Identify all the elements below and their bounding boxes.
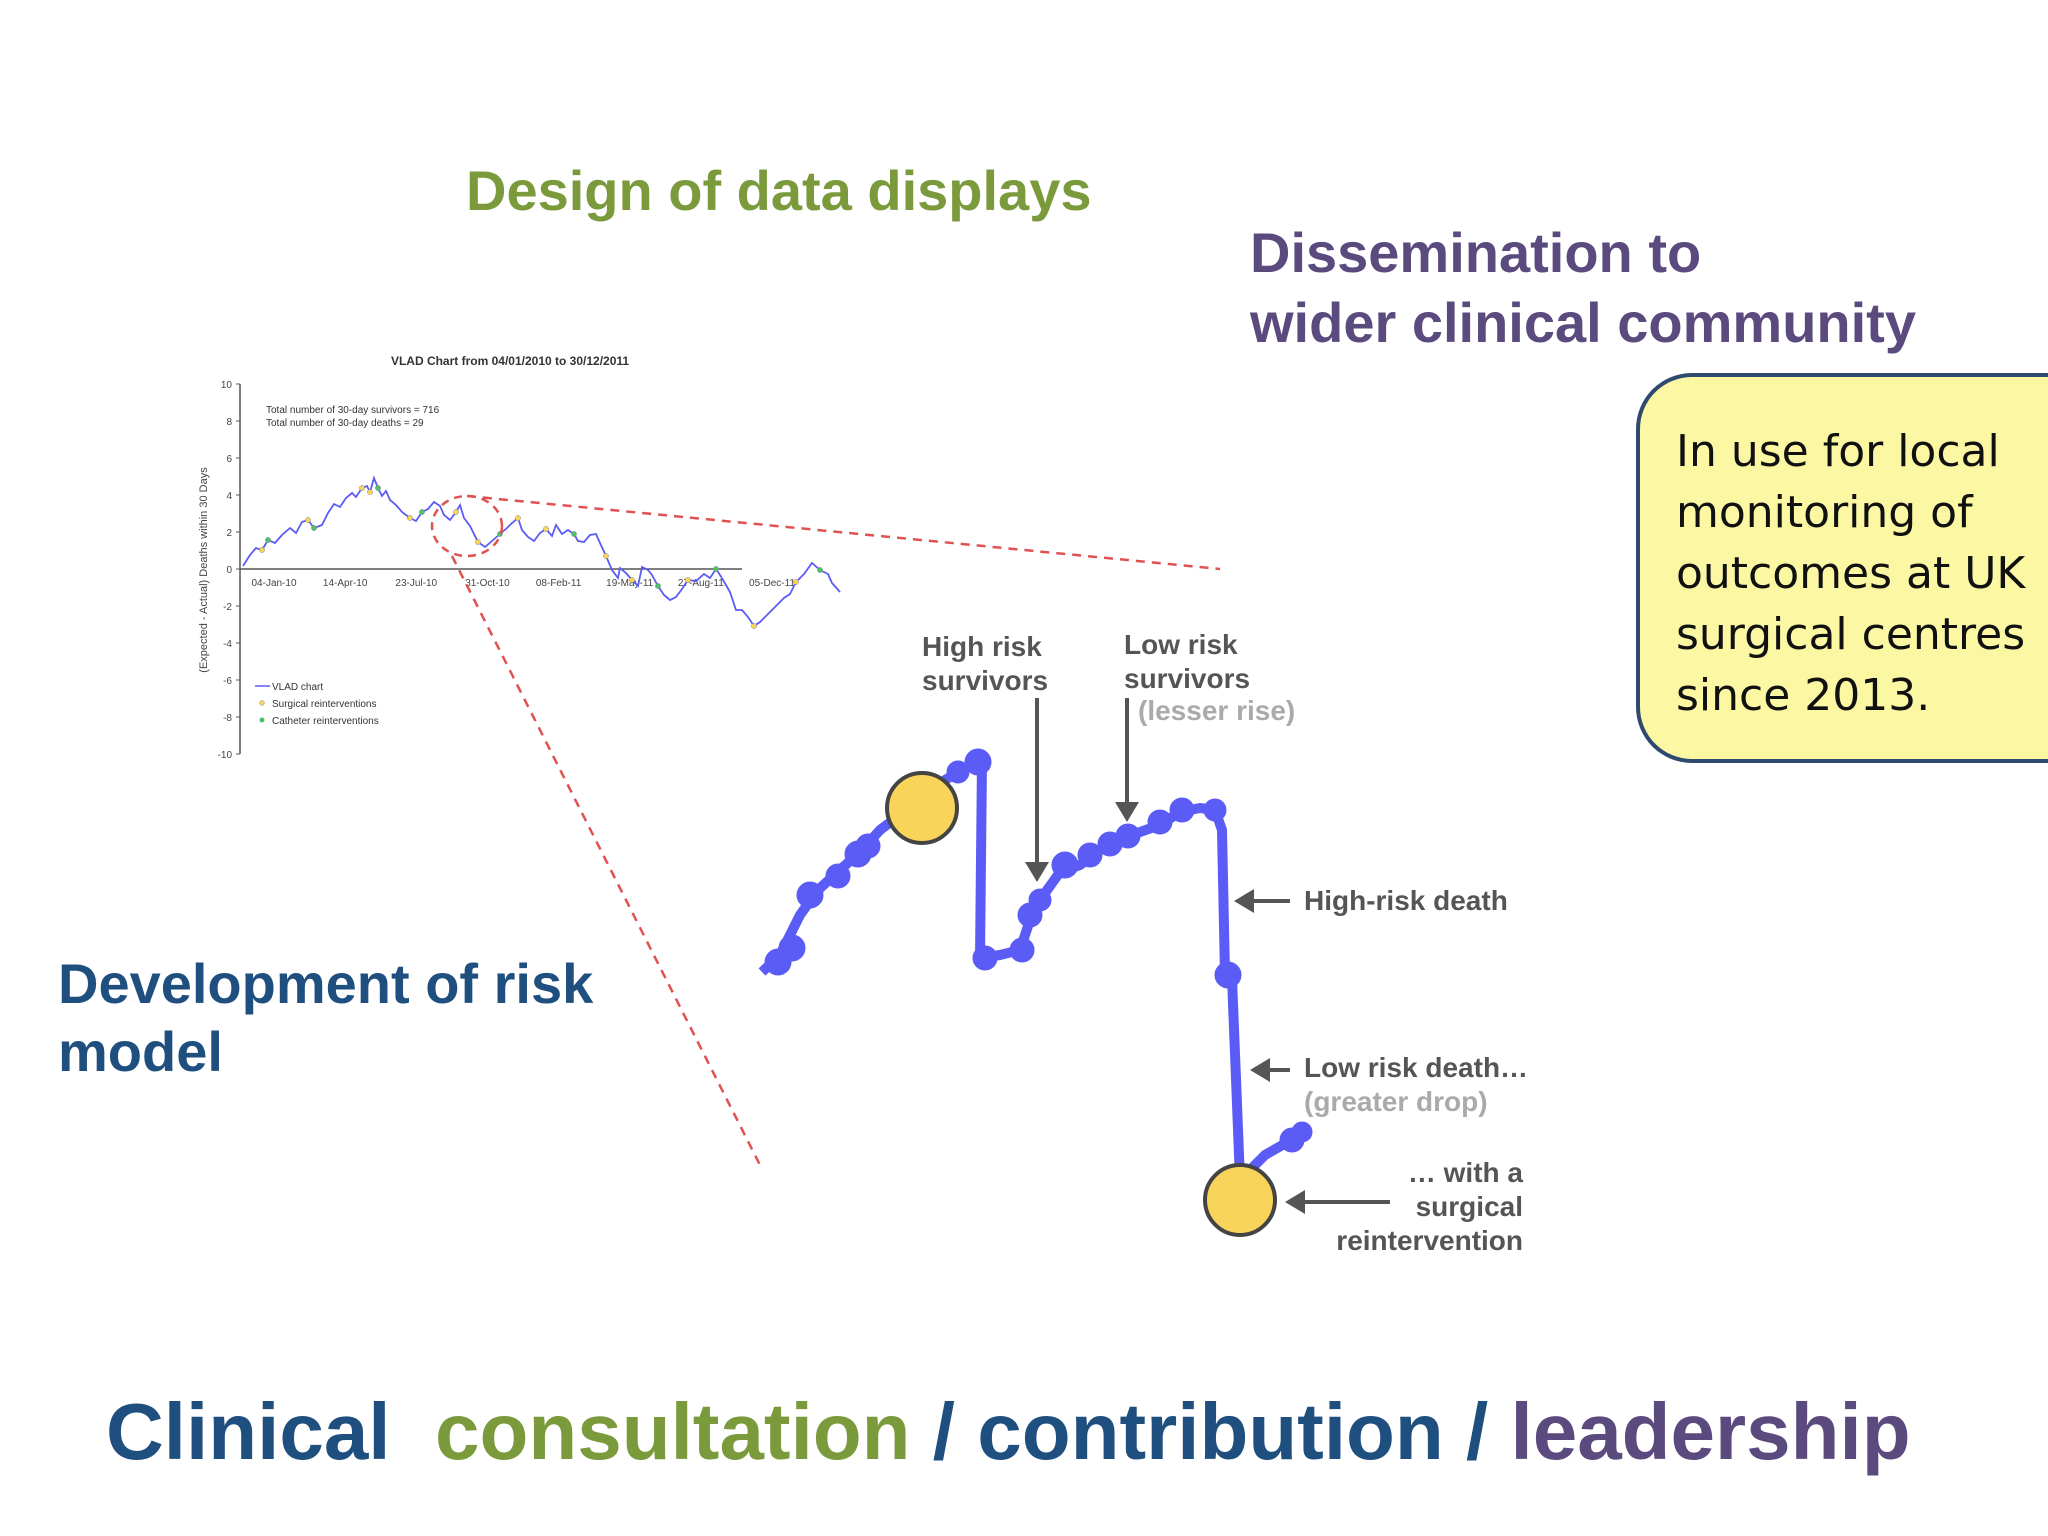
heading-risk-model-line2: model xyxy=(58,1020,223,1083)
footer-tagline: Clinical consultation / contribution / l… xyxy=(106,1386,1911,1478)
label-reint-3: reintervention xyxy=(1336,1225,1523,1256)
annotation-arrows xyxy=(1025,698,1390,1214)
vlad-y-ticks: 10 8 6 4 2 0 -2 -4 -6 -8 -10 xyxy=(218,380,240,761)
footer-leadership: leadership xyxy=(1510,1387,1911,1476)
vlad-reintervention-markers xyxy=(259,485,823,629)
heading-dissemination: Dissemination to wider clinical communit… xyxy=(1250,218,1916,358)
vlad-y-label: (Expected - Actual) Deaths within 30 Day… xyxy=(198,467,210,673)
label-reint-2: surgical xyxy=(1416,1191,1523,1222)
vlad-surgical-marker xyxy=(543,526,549,532)
vlad-chart: VLAD Chart from 04/01/2010 to 30/12/2011… xyxy=(198,354,841,761)
vlad-y-tick-label: 8 xyxy=(226,417,232,428)
vlad-surgical-marker xyxy=(515,515,521,521)
label-high-risk-death: High-risk death xyxy=(1304,885,1508,916)
vlad-x-tick-label: 05-Dec-11 xyxy=(749,578,795,589)
vlad-y-tick-label: -8 xyxy=(223,713,232,724)
vlad-surgical-marker xyxy=(793,579,799,585)
footer-consultation: consultation xyxy=(434,1387,911,1476)
label-low-risk-survivors-2: survivors xyxy=(1124,663,1250,694)
vlad-y-tick-label: 6 xyxy=(226,454,232,465)
heading-design-data-displays: Design of data displays xyxy=(466,159,1092,222)
marker-surgical-reintervention-top xyxy=(885,771,959,845)
vlad-line xyxy=(242,475,841,628)
vlad-surgical-marker xyxy=(359,485,365,491)
callout-line-bottom xyxy=(450,555,762,1166)
heading-risk-model-line1: Development of risk xyxy=(58,952,594,1015)
vlad-stat-survivors: Total number of 30-day survivors = 716 xyxy=(266,405,440,416)
vlad-x-tick-label: 19-May-11 xyxy=(606,578,653,589)
vlad-y-tick-label: 0 xyxy=(226,565,232,576)
legend-catheter: Catheter reinterventions xyxy=(272,716,379,727)
vlad-surgical-marker xyxy=(751,623,757,629)
footer-separator-2: / xyxy=(1443,1387,1511,1476)
footer-contribution: contribution xyxy=(977,1387,1444,1476)
vlad-catheter-marker xyxy=(713,566,719,572)
heading-dissemination-line1: Dissemination to xyxy=(1250,221,1702,284)
vlad-surgical-marker xyxy=(475,539,481,545)
legend-surgical: Surgical reinterventions xyxy=(272,699,377,710)
vlad-y-tick-label: -2 xyxy=(223,602,232,613)
vlad-y-tick-label: 10 xyxy=(221,380,233,391)
callout-circle xyxy=(430,494,504,558)
marker-surgical-reintervention-bottom xyxy=(1203,1163,1277,1237)
label-high-risk-survivors-2: survivors xyxy=(922,665,1048,696)
vlad-x-tick-label: 27-Aug-11 xyxy=(678,578,724,589)
vlad-catheter-marker xyxy=(375,485,381,491)
vlad-catheter-marker xyxy=(571,531,577,537)
label-lesser-rise: (lesser rise) xyxy=(1138,695,1295,726)
callout-line-top xyxy=(466,494,1221,571)
vlad-surgical-marker xyxy=(603,553,609,559)
label-reint-1: … with a xyxy=(1408,1157,1524,1188)
vlad-surgical-marker xyxy=(453,509,459,515)
heading-risk-model: Development of risk model xyxy=(58,950,593,1086)
vlad-surgical-marker xyxy=(259,547,265,553)
vlad-surgical-marker xyxy=(685,577,691,583)
vlad-surgical-marker xyxy=(305,517,311,523)
vlad-y-tick-label: -4 xyxy=(223,639,232,650)
vlad-catheter-marker xyxy=(655,583,661,589)
footer-separator-1: / xyxy=(910,1387,978,1476)
vlad-x-tick-label: 31-Oct-10 xyxy=(465,578,510,589)
note-box: In use for local monitoring of outcomes … xyxy=(1636,373,2048,763)
footer-clinical: Clinical xyxy=(106,1387,391,1476)
vlad-surgical-marker xyxy=(407,515,413,521)
vlad-catheter-marker xyxy=(817,567,823,573)
vlad-x-tick-label: 23-Jul-10 xyxy=(395,578,437,589)
vlad-x-tick-label: 14-Apr-10 xyxy=(323,578,368,589)
vlad-y-tick-label: 2 xyxy=(226,528,232,539)
vlad-y-tick-label: -10 xyxy=(218,750,233,761)
vlad-x-ticks: 04-Jan-10 14-Apr-10 23-Jul-10 31-Oct-10 08-F… xyxy=(251,578,795,589)
vlad-y-tick-label: -6 xyxy=(223,676,232,687)
legend-surgical-swatch xyxy=(259,700,265,706)
zoom-annotations: High risk survivors Low risk survivors (… xyxy=(922,629,1528,1256)
legend-catheter-swatch xyxy=(259,717,265,723)
vlad-y-tick-label: 4 xyxy=(226,491,232,502)
vlad-surgical-marker xyxy=(367,489,373,495)
vlad-chart-title: VLAD Chart from 04/01/2010 to 30/12/2011 xyxy=(391,354,629,368)
vlad-catheter-marker xyxy=(419,509,425,515)
heading-dissemination-line2: wider clinical community xyxy=(1250,291,1916,354)
zoom-trace xyxy=(758,748,1313,1185)
label-high-risk-survivors-1: High risk xyxy=(922,631,1042,662)
vlad-surgical-marker xyxy=(629,577,635,583)
vlad-x-tick-label: 08-Feb-11 xyxy=(536,578,582,589)
label-low-risk-survivors-1: Low risk xyxy=(1124,629,1238,660)
vlad-catheter-marker xyxy=(311,525,317,531)
label-greater-drop: (greater drop) xyxy=(1304,1086,1488,1117)
label-low-risk-death: Low risk death… xyxy=(1304,1052,1528,1083)
vlad-catheter-marker xyxy=(265,537,271,543)
vlad-x-tick-label: 04-Jan-10 xyxy=(251,578,296,589)
legend-vlad-chart: VLAD chart xyxy=(272,682,323,693)
vlad-stat-deaths: Total number of 30-day deaths = 29 xyxy=(266,418,424,429)
note-text: In use for local monitoring of outcomes … xyxy=(1676,426,2026,721)
